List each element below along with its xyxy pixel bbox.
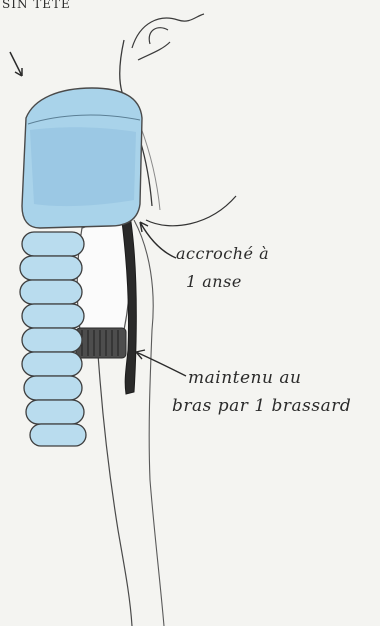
label-hook-line-1: accroché à <box>176 244 269 263</box>
label-hook-line-2: 1 anse <box>186 272 242 291</box>
segmented-cushion <box>20 232 86 446</box>
hook-curve <box>146 196 236 226</box>
label-top: SIN TETE <box>2 0 71 11</box>
arm-sleeve <box>77 222 130 330</box>
hook-arrow <box>140 222 176 258</box>
top-arrow <box>10 52 22 76</box>
hair-scribble <box>132 14 204 60</box>
label-armband-line-1: maintenu au <box>188 368 301 388</box>
body-front <box>134 220 164 626</box>
head-cushion-shade <box>30 127 136 206</box>
armband-arrow <box>136 350 186 376</box>
label-armband-line-2: bras par 1 brassard <box>172 396 351 416</box>
